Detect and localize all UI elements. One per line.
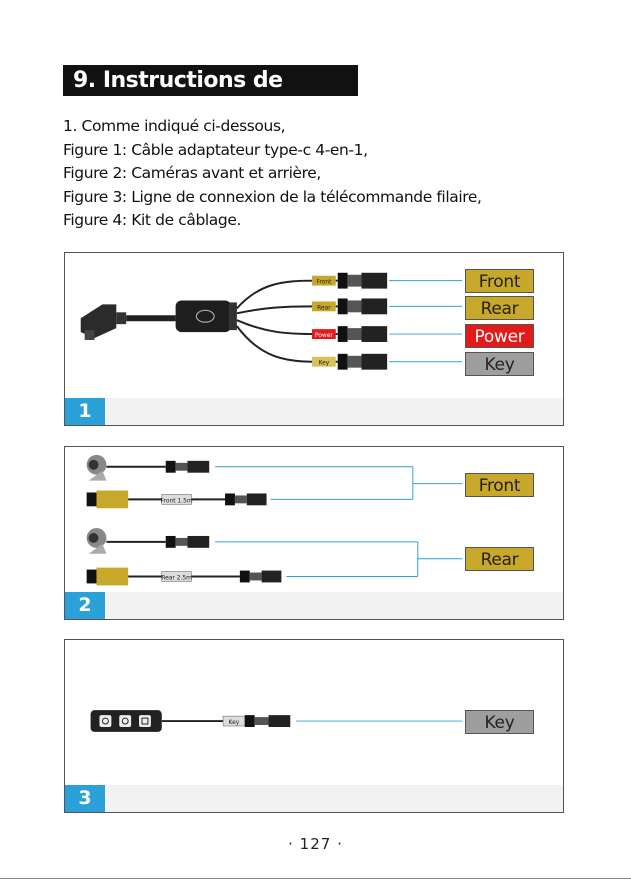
tag-key: Key [229, 719, 240, 726]
hub-box-icon [175, 300, 237, 333]
intro-line: Figure 3: Ligne de connexion de la téléc… [63, 187, 482, 206]
intro-line: 1. Comme indiqué ci-dessous, [63, 117, 286, 135]
figure-1-panel: Front Rear Power Key Front Rear Power Ke… [64, 252, 564, 426]
figure-2-panel: Front 1.5m Rear 2.5m Front Rear 2 [64, 446, 564, 620]
figure-3-panel: Key Key 3 [64, 639, 564, 813]
figure-number-badge: 2 [65, 592, 105, 619]
figure-number-badge: 1 [65, 398, 105, 425]
intro-line: Figure 1: Câble adaptateur type-c 4-en-1… [63, 140, 368, 159]
intro-line: Figure 4: Kit de câblage. [63, 211, 242, 229]
front-extension-cable-icon: Front 1.5m [86, 490, 267, 509]
page-number: · 127 · [288, 835, 343, 853]
bottom-rule [0, 878, 631, 879]
front-camera-icon [86, 454, 107, 481]
remote-control-illustration: Key [90, 710, 463, 732]
label-rear: Rear [465, 296, 534, 320]
tag-key: Key [319, 360, 330, 367]
wired-remote-icon [90, 710, 162, 732]
label-front: Front [465, 269, 534, 293]
connector-icon [337, 272, 388, 370]
label-key: Key [465, 710, 534, 734]
tag-rear: Rear 2.5m [161, 574, 192, 581]
tag-front: Front 1.5m [161, 497, 193, 504]
tag-front: Front [316, 279, 332, 286]
rear-extension-cable-icon: Rear 2.5m [86, 567, 282, 586]
section-title: 9. Instructions de câblage [63, 65, 358, 124]
label-front: Front [465, 473, 534, 497]
intro-line: Figure 2: Caméras avant et arrière, [63, 164, 321, 182]
figure-number-badge: 3 [65, 785, 105, 812]
intro-text: 1. Comme indiqué ci-dessous, Figure 1: C… [63, 115, 583, 233]
cameras-illustration: Front 1.5m Rear 2.5m [86, 454, 463, 586]
type-c-plug-icon [80, 304, 127, 340]
tag-rear: Rear [317, 304, 331, 311]
label-rear: Rear [465, 547, 534, 571]
label-power: Power [465, 324, 534, 348]
label-key: Key [465, 352, 534, 376]
tag-power: Power [315, 332, 333, 339]
adapter-cable-illustration: Front Rear Power Key [80, 272, 463, 370]
rear-camera-icon [86, 528, 107, 554]
